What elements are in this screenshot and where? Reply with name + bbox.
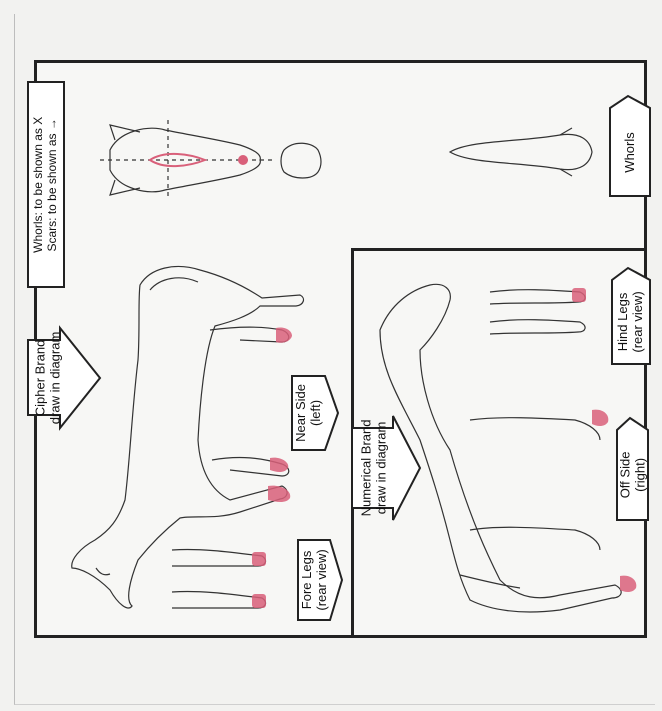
whorls-legend: Whorls: to be shown as X bbox=[31, 116, 46, 253]
numerical-brand-instruction: draw in diagram bbox=[373, 421, 389, 515]
numerical-brand-title: Numerical Brand bbox=[358, 419, 374, 517]
fore-legs-tab bbox=[297, 539, 344, 621]
off-side-subtitle: (right) bbox=[632, 458, 648, 492]
off-side-label: Off Side (right) bbox=[617, 430, 649, 520]
whorls-tab bbox=[609, 94, 651, 197]
fore-legs-drawing bbox=[171, 548, 267, 609]
fore-legs-label: Fore Legs (rear view) bbox=[298, 540, 332, 620]
cipher-brand-title: Cipher Brand bbox=[32, 339, 48, 417]
legend-text: Whorls: to be shown as X Scars: to be sh… bbox=[28, 82, 64, 287]
off-side-title: Off Side bbox=[617, 451, 633, 499]
cipher-brand-label: Cipher Brand draw in diagram bbox=[28, 328, 68, 428]
outer-frame bbox=[34, 60, 647, 638]
head-front-view bbox=[100, 120, 322, 200]
whorls-title: Whorls bbox=[621, 131, 637, 173]
off-side-tab bbox=[616, 416, 649, 521]
near-side-leg-markings bbox=[268, 327, 292, 502]
near-side-horse-outline bbox=[71, 265, 305, 609]
legend-box bbox=[27, 81, 65, 288]
fore-legs-subtitle: (rear view) bbox=[314, 549, 329, 611]
near-side-title: Near Side bbox=[293, 384, 309, 442]
cipher-brand-instruction: draw in diagram bbox=[47, 331, 62, 425]
near-side-tab bbox=[291, 375, 340, 451]
hind-legs-tab bbox=[611, 266, 651, 365]
hind-legs-subtitle: (rear view) bbox=[630, 291, 645, 353]
fore-legs-title: Fore Legs bbox=[299, 550, 315, 610]
off-side-horse-outline bbox=[379, 283, 622, 613]
near-side-label: Near Side (left) bbox=[292, 376, 326, 450]
whorls-top-view bbox=[448, 127, 593, 177]
head-marking bbox=[148, 153, 248, 167]
near-side-subtitle: (left) bbox=[308, 400, 323, 426]
fore-legs-markings bbox=[252, 552, 266, 608]
numerical-brand-arrow bbox=[351, 415, 422, 521]
cipher-brand-arrow bbox=[27, 325, 102, 431]
hind-legs-label: Hind Legs (rear view) bbox=[612, 280, 650, 364]
hind-legs-markings bbox=[572, 288, 586, 302]
scars-legend: Scars: to be shown as → bbox=[45, 117, 59, 252]
whorls-tab-label: Whorls bbox=[610, 108, 650, 196]
paper-edge bbox=[14, 14, 655, 705]
numerical-brand-label: Numerical Brand draw in diagram bbox=[352, 416, 396, 520]
hind-legs-drawing bbox=[489, 289, 586, 335]
off-side-leg-markings bbox=[592, 409, 637, 592]
hind-legs-title: Hind Legs bbox=[615, 292, 631, 352]
